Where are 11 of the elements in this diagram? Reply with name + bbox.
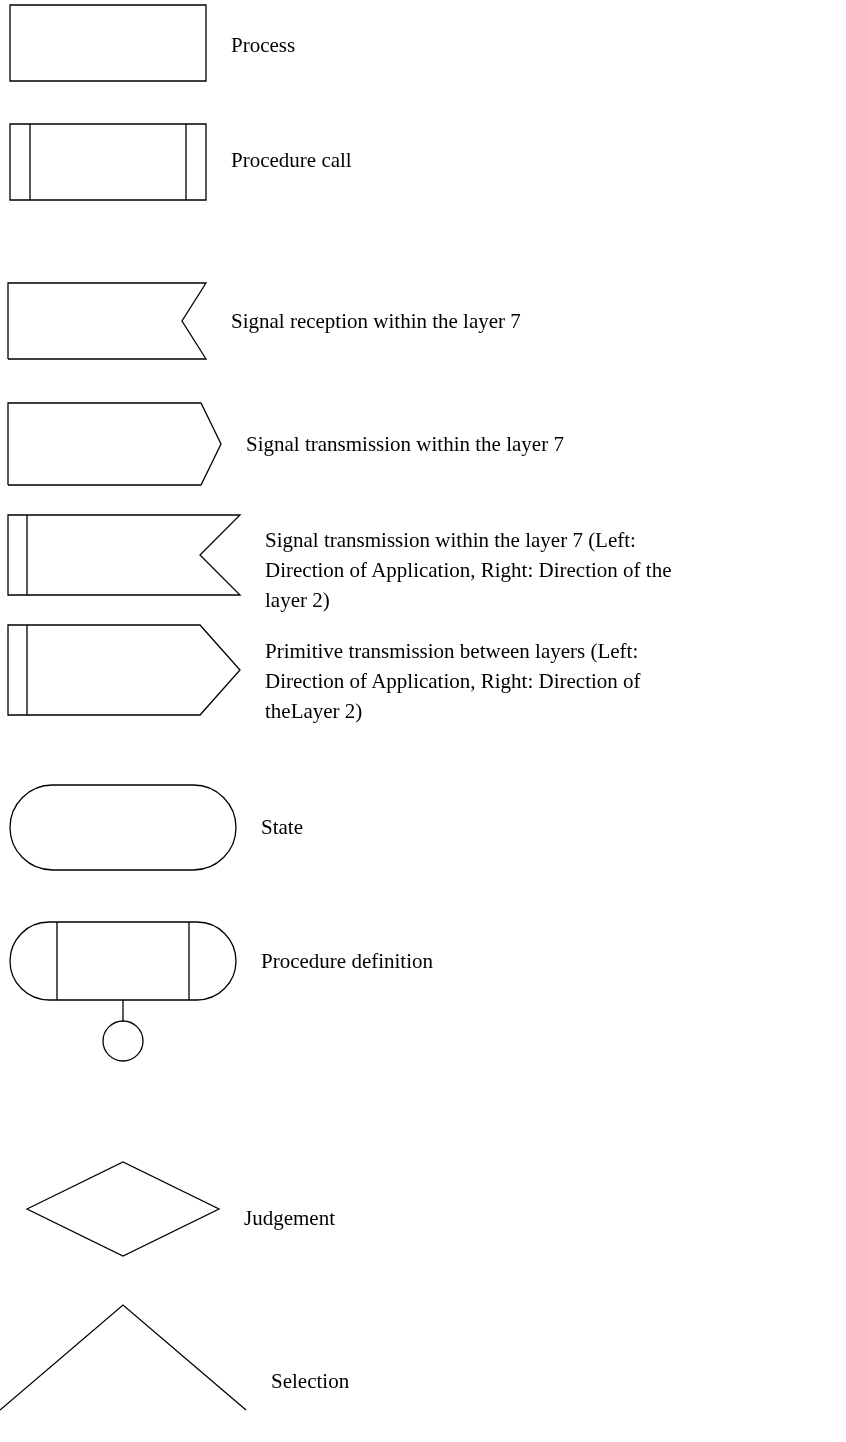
symbol-description: Selection	[271, 1368, 350, 1395]
symbol-description: Signal transmission within the layer 7	[246, 431, 564, 458]
connector-line	[122, 999, 124, 1022]
symbol-description: Signal transmission within the layer 7 (Left: Direction of Application, Right: Direction of the layer 2)	[265, 527, 673, 614]
symbol-description: Signal reception within the layer 7	[231, 308, 521, 335]
symbol-description: Primitive transmission between layers (Left: Direction of Application, Right: Direction of theLayer 2)	[265, 638, 642, 725]
symbol-description: Procedure call	[231, 147, 352, 174]
symbol-description: Process	[231, 32, 296, 59]
symbol-description: Judgement	[244, 1205, 335, 1232]
symbol-description: Procedure definition	[261, 948, 434, 975]
symbol-description: State	[261, 814, 303, 841]
